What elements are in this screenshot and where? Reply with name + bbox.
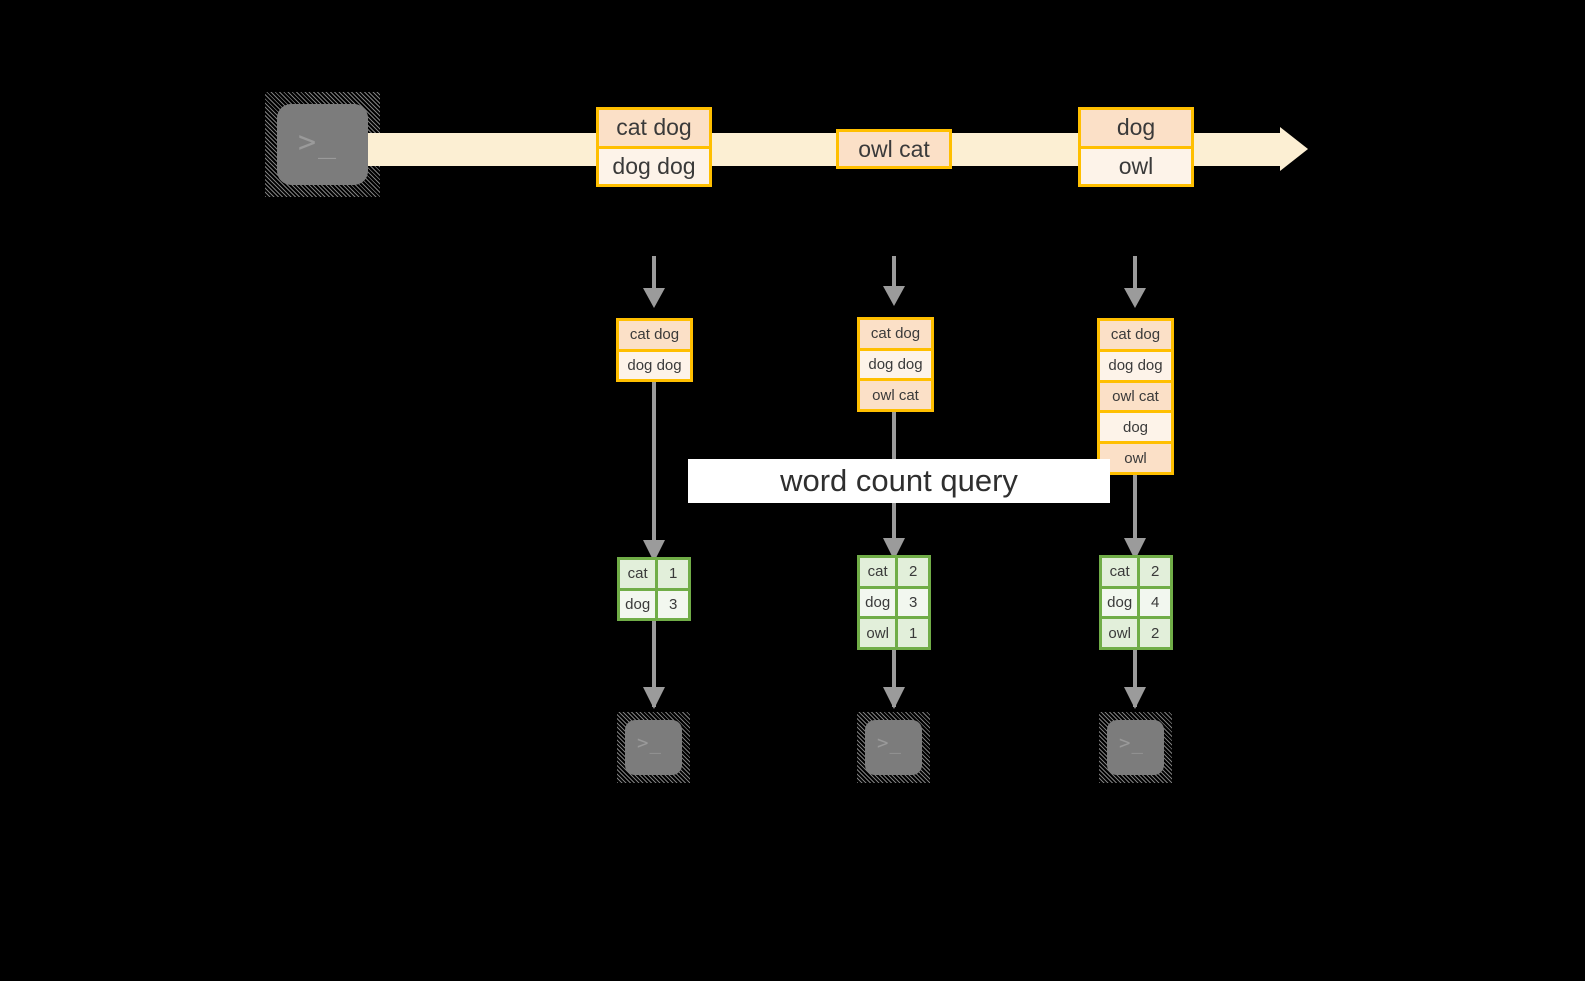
stream-arrow-head xyxy=(1280,127,1308,171)
snapshot-2-inflow-dash xyxy=(892,256,896,302)
snapshot-2-sink-terminal-icon: >_ xyxy=(857,712,930,783)
snapshot-3-sink-edge xyxy=(1133,650,1137,707)
snapshot-1-inflow-dash xyxy=(652,256,656,304)
result-count: 2 xyxy=(895,558,928,586)
snapshot-3-event-log[interactable]: cat dog dog dog owl cat dog owl xyxy=(1097,318,1174,475)
log-event: dog xyxy=(1100,410,1171,442)
log-event: cat dog xyxy=(1100,321,1171,349)
terminal-prompt-glyph: >_ xyxy=(637,732,662,754)
snapshot-1-sink-terminal-icon: >_ xyxy=(617,712,690,783)
snapshot-2-result-table[interactable]: cat 2 dog 3 owl 1 xyxy=(857,555,931,650)
terminal-body xyxy=(277,104,368,185)
table-row: owl 2 xyxy=(1102,616,1170,648)
result-word: cat xyxy=(860,558,896,586)
table-row: cat 2 xyxy=(1102,558,1170,586)
snapshot-3-query-edge xyxy=(1133,475,1137,564)
snapshot-1-event-log[interactable]: cat dog dog dog xyxy=(616,318,693,382)
stream-batch-2[interactable]: owl cat xyxy=(836,129,952,169)
table-row: dog 4 xyxy=(1102,585,1170,617)
snapshot-2-sink-arrowhead xyxy=(883,687,905,709)
stream-event: dog dog xyxy=(599,145,709,184)
stream-batch-3[interactable]: dog owl xyxy=(1078,107,1194,187)
stream-event: dog xyxy=(1081,110,1191,146)
result-word: cat xyxy=(620,560,656,588)
result-word: owl xyxy=(860,619,896,648)
terminal-prompt-glyph: >_ xyxy=(877,732,902,754)
table-row: cat 2 xyxy=(860,558,928,586)
result-count: 3 xyxy=(895,588,928,617)
snapshot-1-query-edge xyxy=(652,382,656,564)
snapshot-2-event-log[interactable]: cat dog dog dog owl cat xyxy=(857,317,934,412)
result-word: dog xyxy=(860,588,896,617)
snapshot-2-inflow-arrowhead xyxy=(883,286,905,306)
result-count: 3 xyxy=(655,590,688,618)
terminal-body xyxy=(625,720,682,775)
result-word: owl xyxy=(1102,619,1138,648)
snapshot-3-result-table[interactable]: cat 2 dog 4 owl 2 xyxy=(1099,555,1173,650)
word-count-query-label: word count query xyxy=(688,459,1110,503)
result-count: 2 xyxy=(1137,558,1170,586)
result-word: cat xyxy=(1102,558,1138,586)
snapshot-3-query-arrowhead xyxy=(1124,538,1146,560)
log-event: owl cat xyxy=(1100,379,1171,411)
snapshot-1-result-table[interactable]: cat 1 dog 3 xyxy=(617,557,691,621)
snapshot-1-query-arrowhead xyxy=(643,540,665,562)
log-event: owl cat xyxy=(860,378,931,410)
result-count: 2 xyxy=(1137,619,1170,648)
result-word: dog xyxy=(620,590,656,618)
log-event: dog dog xyxy=(1100,348,1171,380)
snapshot-1-sink-edge xyxy=(652,621,656,707)
terminal-prompt-glyph: >_ xyxy=(298,125,339,160)
result-word: dog xyxy=(1102,588,1138,617)
snapshot-2-sink-edge xyxy=(892,650,896,707)
terminal-body xyxy=(865,720,922,775)
snapshot-1-inflow-arrowhead xyxy=(643,288,665,308)
stream-event: owl xyxy=(1081,145,1191,184)
table-row: dog 3 xyxy=(860,585,928,617)
result-count: 4 xyxy=(1137,588,1170,617)
table-row: owl 1 xyxy=(860,616,928,648)
log-event: dog dog xyxy=(619,348,690,379)
stream-batch-1[interactable]: cat dog dog dog xyxy=(596,107,712,187)
log-event: cat dog xyxy=(860,320,931,348)
log-event: cat dog xyxy=(619,321,690,349)
table-row: cat 1 xyxy=(620,560,688,588)
snapshot-3-sink-arrowhead xyxy=(1124,687,1146,709)
log-event: owl xyxy=(1100,441,1171,472)
terminal-prompt-glyph: >_ xyxy=(1119,732,1144,754)
terminal-body xyxy=(1107,720,1164,775)
stream-event: owl cat xyxy=(839,132,949,166)
log-event: dog dog xyxy=(860,347,931,379)
snapshot-1-sink-arrowhead xyxy=(643,687,665,709)
table-row: dog 3 xyxy=(620,587,688,618)
snapshot-3-inflow-arrowhead xyxy=(1124,288,1146,308)
source-terminal-icon: >_ xyxy=(265,92,380,197)
snapshot-3-sink-terminal-icon: >_ xyxy=(1099,712,1172,783)
snapshot-3-inflow-dash xyxy=(1133,256,1137,304)
result-count: 1 xyxy=(655,560,688,588)
snapshot-2-query-arrowhead xyxy=(883,538,905,560)
stream-event: cat dog xyxy=(599,110,709,146)
result-count: 1 xyxy=(895,619,928,648)
query-label-text: word count query xyxy=(780,463,1018,498)
